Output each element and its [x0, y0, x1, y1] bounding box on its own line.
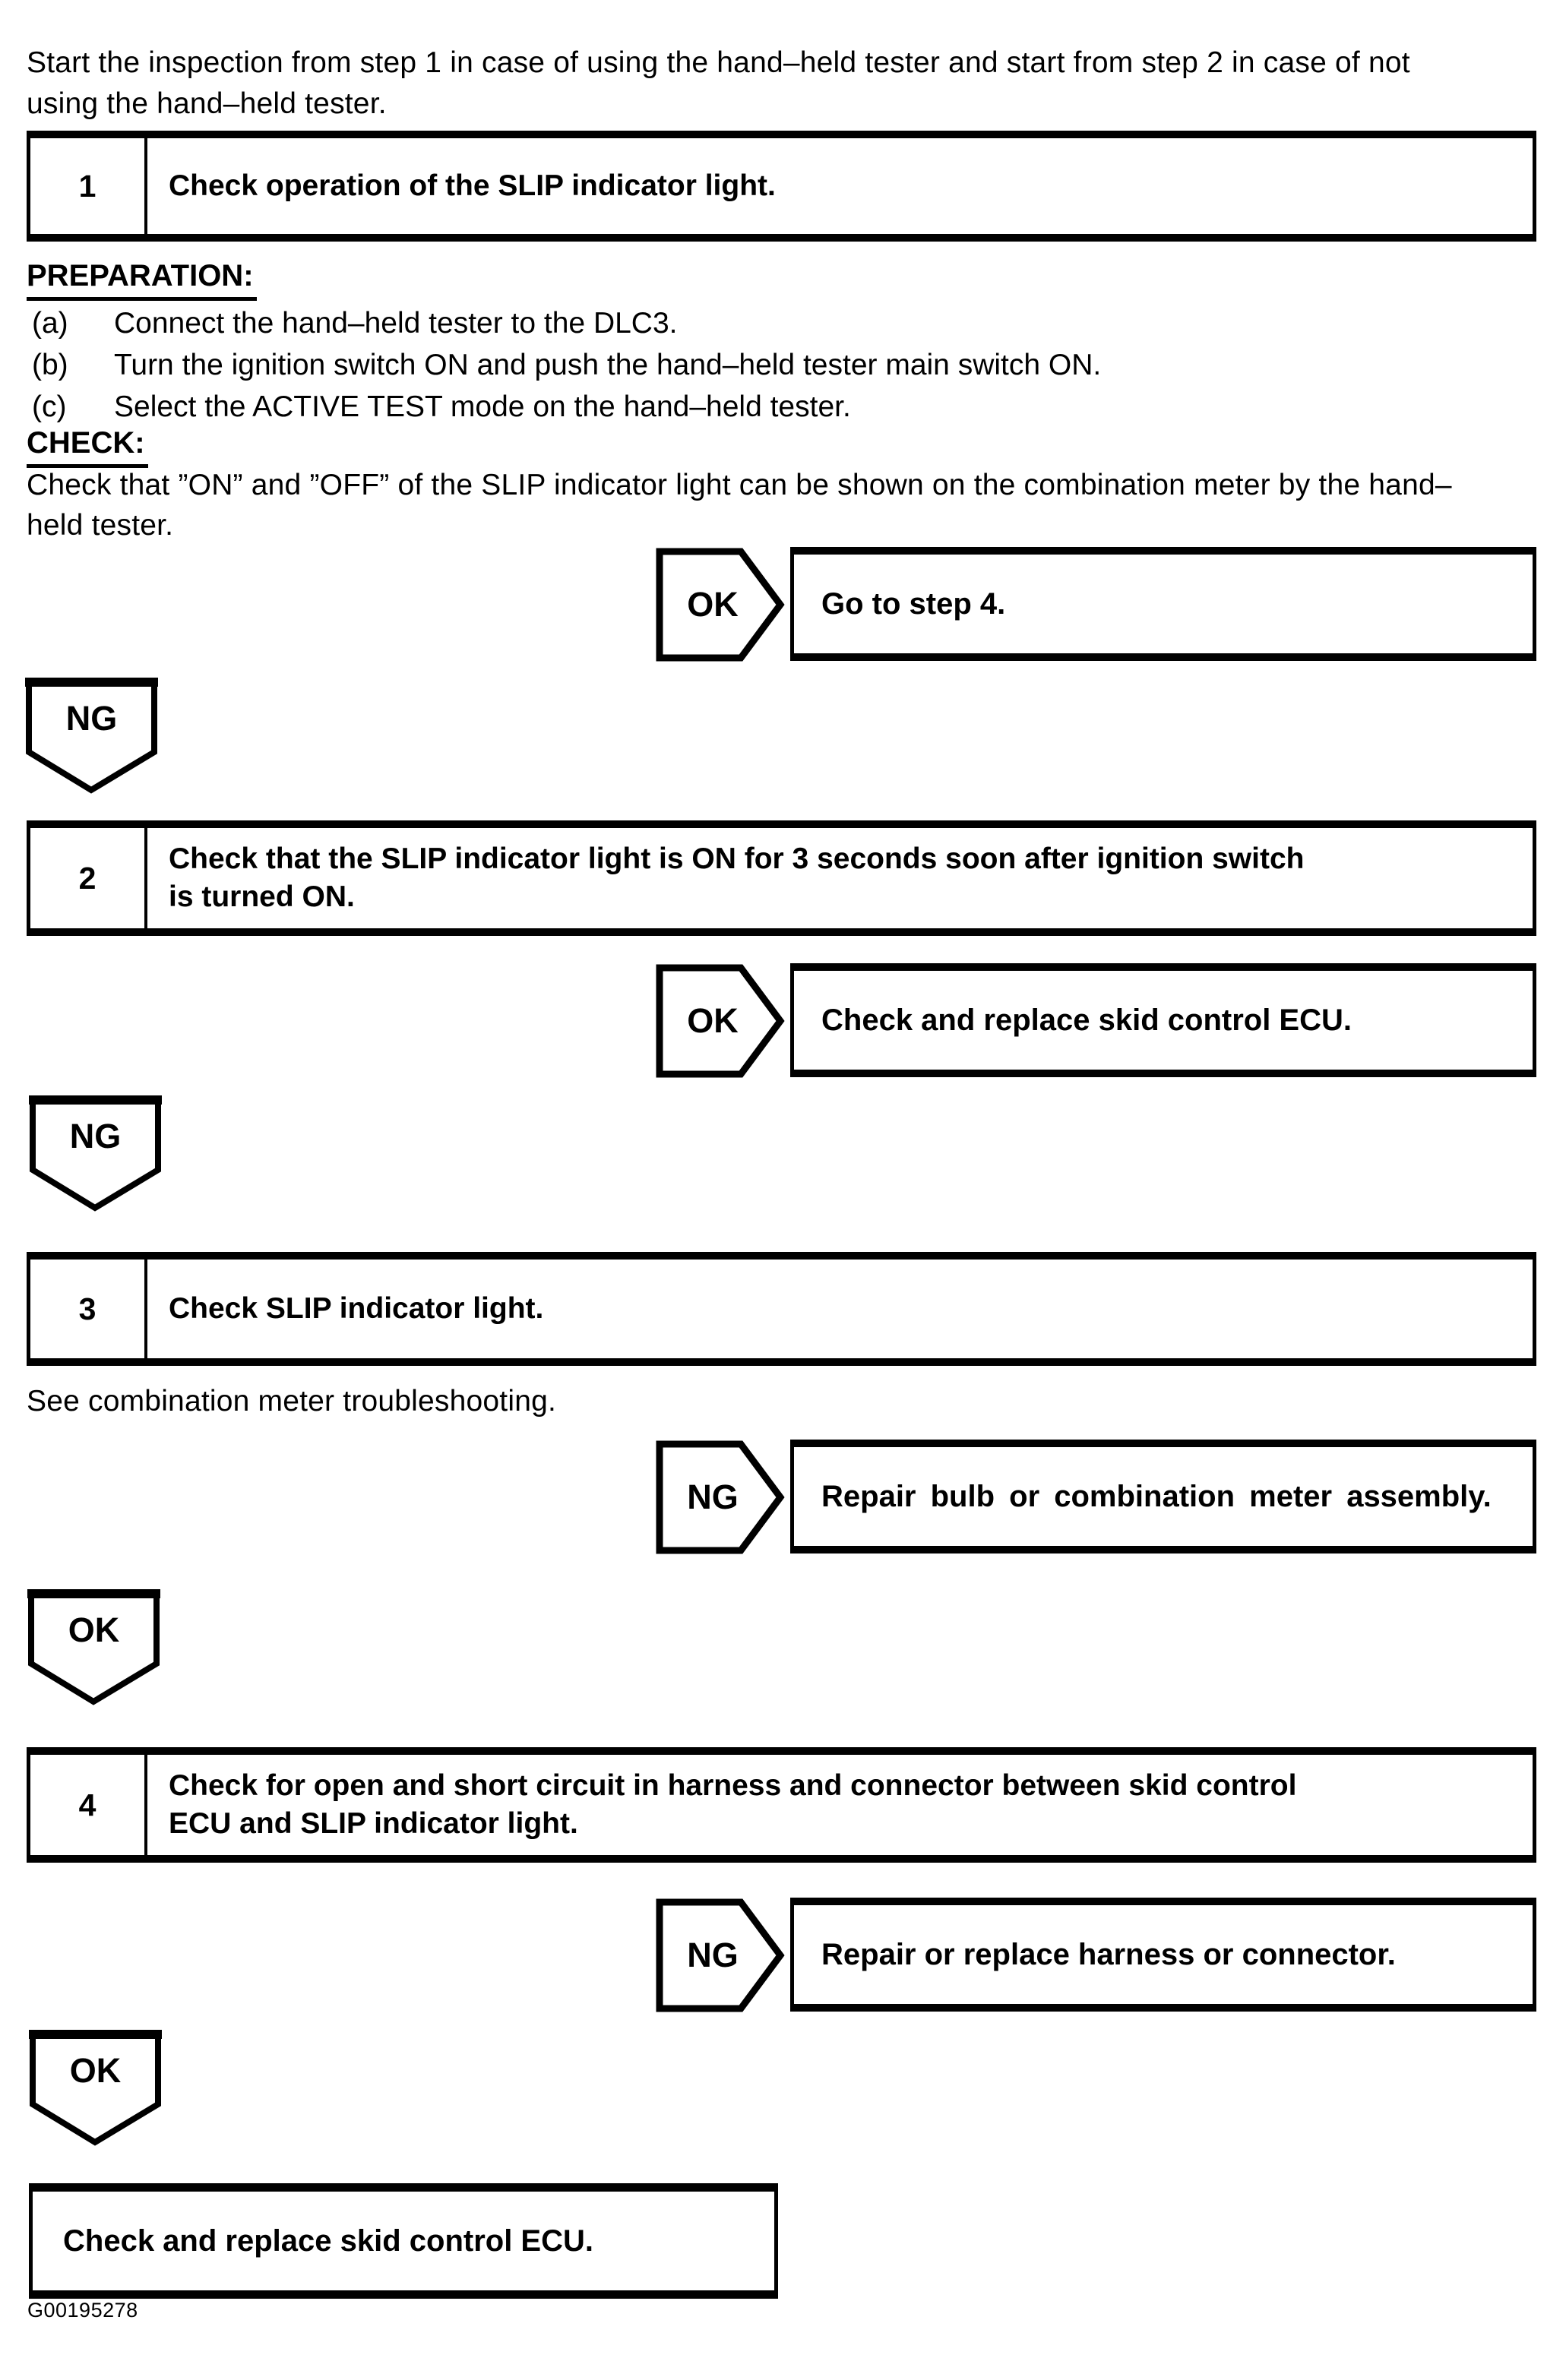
action-box-4: Repair or replace harness or connector.	[790, 1898, 1536, 2012]
connector-ok-2: OK	[29, 2030, 162, 2148]
step-box-1: 1 Check operation of the SLIP indicator …	[27, 131, 1536, 242]
preparation-label: PREPARATION:	[27, 259, 257, 301]
step-number-3: 3	[30, 1260, 147, 1358]
connector-ng-1: NG	[25, 678, 158, 795]
check-header: CHECK:	[27, 426, 148, 468]
connector-ng-2: NG	[29, 1095, 162, 1213]
step-box-3: 3 Check SLIP indicator light.	[27, 1252, 1536, 1366]
right-arrow-pentagon-shape	[656, 1898, 785, 2012]
list-item-label: (b)	[32, 349, 68, 381]
connector-label: NG	[65, 699, 118, 738]
connector-ok-1: OK	[27, 1589, 160, 1707]
list-item-label: (a)	[32, 307, 68, 340]
branch-3: NG Repair bulb or combination meter asse…	[0, 1440, 1566, 1555]
verdict-arrow-ng-2: NG	[656, 1898, 785, 2013]
right-arrow-pentagon-shape	[656, 548, 785, 662]
preparation-header: PREPARATION:	[27, 259, 257, 301]
step-box-2: 2 Check that the SLIP indicator light is…	[27, 820, 1536, 936]
down-pentagon-shape	[27, 1589, 160, 1705]
step-number-2: 2	[30, 828, 147, 928]
down-pentagon-shape	[29, 1095, 162, 1212]
down-pentagon-shape	[29, 2030, 162, 2146]
verdict-label: OK	[687, 1001, 739, 1040]
action-text: Go to step 4.	[821, 586, 1006, 621]
verdict-label: NG	[687, 1478, 739, 1516]
step-box-4: 4 Check for open and short circuit in ha…	[27, 1747, 1536, 1863]
final-action-text: Check and replace skid control ECU.	[63, 2224, 593, 2258]
check-label: CHECK:	[27, 426, 148, 468]
action-box-3: Repair bulb or combination meter assembl…	[790, 1440, 1536, 1553]
verdict-label: OK	[687, 585, 739, 624]
action-text: Repair or replace harness or connector.	[821, 1937, 1396, 1971]
connector-label: NG	[69, 1117, 122, 1155]
list-item-text: Turn the ignition switch ON and push the…	[114, 349, 1102, 381]
note-text: See combination meter troubleshooting.	[27, 1385, 557, 1418]
list-item-text: Select the ACTIVE TEST mode on the hand–…	[114, 390, 851, 423]
verdict-label: NG	[687, 1936, 739, 1974]
step-title-2: Check that the SLIP indicator light is O…	[169, 842, 1305, 913]
step-title-3: Check SLIP indicator light.	[169, 1292, 544, 1325]
check-text: Check that ”ON” and ”OFF” of the SLIP in…	[27, 469, 1452, 542]
right-arrow-pentagon-shape	[656, 1440, 785, 1554]
list-item-text: Connect the hand–held tester to the DLC3…	[114, 307, 678, 340]
list-item-a: (a) Connect the hand–held tester to the …	[0, 307, 1535, 346]
connector-label: OK	[69, 2051, 122, 2090]
verdict-arrow-ok-1: OK	[656, 547, 785, 662]
action-box-2: Check and replace skid control ECU.	[790, 963, 1536, 1077]
branch-4: NG Repair or replace harness or connecto…	[0, 1898, 1566, 2013]
figure-code: G00195278	[27, 2299, 138, 2322]
list-item-label: (c)	[32, 390, 67, 423]
branch-2: OK Check and replace skid control ECU.	[0, 963, 1566, 1079]
branch-1: OK Go to step 4.	[0, 547, 1566, 662]
right-arrow-pentagon-shape	[656, 964, 785, 1078]
down-pentagon-shape	[25, 678, 158, 794]
list-item-c: (c) Select the ACTIVE TEST mode on the h…	[0, 390, 1535, 430]
list-item-b: (b) Turn the ignition switch ON and push…	[0, 349, 1535, 388]
step-number-4: 4	[30, 1755, 147, 1855]
step-title-1: Check operation of the SLIP indicator li…	[169, 169, 776, 202]
action-text: Check and replace skid control ECU.	[821, 1003, 1352, 1037]
final-action-box: Check and replace skid control ECU.	[29, 2183, 778, 2299]
action-text: Repair bulb or combination meter assembl…	[821, 1479, 1492, 1513]
step-number-1: 1	[30, 138, 147, 234]
verdict-arrow-ng-1: NG	[656, 1440, 785, 1555]
step-title-4: Check for open and short circuit in harn…	[169, 1769, 1297, 1840]
verdict-arrow-ok-2: OK	[656, 963, 785, 1079]
connector-label: OK	[68, 1610, 120, 1649]
intro-text: Start the inspection from step 1 in case…	[27, 46, 1410, 120]
action-box-1: Go to step 4.	[790, 547, 1536, 661]
